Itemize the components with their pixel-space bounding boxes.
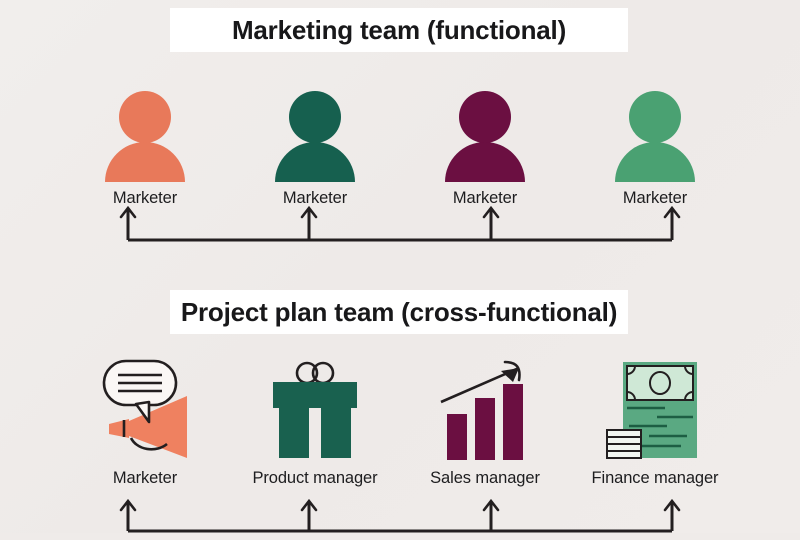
megaphone-icon-wrap xyxy=(91,356,199,462)
team-member-label: Marketer xyxy=(452,189,518,207)
person-icon-wrap xyxy=(104,82,186,182)
marketing-team-row: Marketer Marketer Marketer xyxy=(60,82,740,208)
marketing-team-connector xyxy=(60,200,740,242)
section-title-text: Project plan team (cross-functional) xyxy=(180,296,618,327)
bar-chart-growth-icon-wrap xyxy=(435,356,535,462)
team-member-label: Marketer xyxy=(112,189,178,207)
team-member-2[interactable]: Marketer xyxy=(230,82,400,208)
team-member-4[interactable]: Marketer xyxy=(570,82,740,208)
person-icon xyxy=(445,91,525,182)
money-stack-icon xyxy=(606,362,697,459)
role-label: Marketer xyxy=(112,469,178,487)
role-product-manager[interactable]: Product manager xyxy=(230,356,400,488)
person-icon xyxy=(275,91,355,182)
project-plan-team-row: Marketer Product manager xyxy=(60,356,740,488)
gift-box-icon xyxy=(273,361,357,458)
project-plan-team-connector xyxy=(60,498,740,540)
section-title-text: Marketing team (functional) xyxy=(231,14,567,45)
megaphone-icon xyxy=(102,359,187,458)
person-icon-wrap xyxy=(444,82,526,182)
person-icon xyxy=(105,91,185,182)
person-icon-wrap xyxy=(614,82,696,182)
section-title-marketing-team: Marketing team (functional) xyxy=(170,8,628,52)
team-member-label: Marketer xyxy=(622,189,688,207)
role-finance-manager[interactable]: Finance manager xyxy=(570,356,740,488)
role-sales-manager[interactable]: Sales manager xyxy=(400,356,570,488)
role-marketer[interactable]: Marketer xyxy=(60,356,230,488)
role-label: Finance manager xyxy=(591,469,719,487)
bar-chart-growth-icon xyxy=(440,360,523,460)
person-icon-wrap xyxy=(274,82,356,182)
person-icon xyxy=(615,91,695,182)
team-member-1[interactable]: Marketer xyxy=(60,82,230,208)
section-title-project-plan-team: Project plan team (cross-functional) xyxy=(170,290,628,334)
team-member-3[interactable]: Marketer xyxy=(400,82,570,208)
role-label: Product manager xyxy=(252,469,378,487)
team-member-label: Marketer xyxy=(282,189,348,207)
gift-box-icon-wrap xyxy=(263,356,367,462)
money-stack-icon-wrap xyxy=(601,356,709,462)
role-label: Sales manager xyxy=(430,469,540,487)
